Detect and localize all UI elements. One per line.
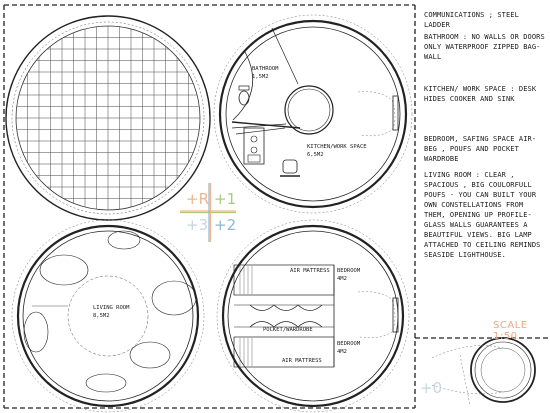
room-labels: Bathroom 1,5m2 kitchen/work space 6,5m2 … — [93, 66, 367, 364]
level-r-label: +R — [186, 190, 209, 208]
level-zero-label: +0 — [420, 379, 442, 397]
bedroom-top-area: 4m2 — [337, 276, 347, 282]
level-one-label: +1 — [214, 190, 236, 208]
dashed-frame — [3, 4, 548, 409]
kitchen-name: kitchen/work space — [307, 144, 367, 150]
bedroom-plan — [216, 219, 410, 413]
living-area: 8,5m2 — [93, 313, 110, 319]
note-living: Living room : clear , spacious , big cou… — [424, 171, 541, 259]
kitchen-area: 6,5m2 — [307, 152, 324, 158]
note-kitchen: Kitchen/ work space : desk hides cooker … — [424, 85, 537, 103]
bathroom-area: 1,5m2 — [252, 74, 269, 80]
level-one-plan — [213, 14, 413, 214]
bedroom-bottom-area: 4m2 — [337, 349, 347, 355]
note-bathroom: Bathroom : no walls or doors only waterp… — [424, 33, 545, 61]
air-mattress-top: AIR MATTRESS — [290, 268, 330, 274]
roof-plan — [5, 15, 211, 221]
note-communications: Communications ; steel ladder — [424, 11, 519, 29]
scale-label: SCALE 1:50 — [493, 320, 528, 342]
bedroom-top-name: bedroom — [337, 268, 361, 274]
air-mattress-bottom: AIR MATTRESS — [282, 358, 322, 364]
level-three-label: +3 — [186, 216, 208, 234]
entrance-plan — [431, 337, 536, 406]
bathroom-name: Bathroom — [252, 66, 279, 72]
living-room-plan — [11, 219, 205, 413]
living-name: living room — [93, 305, 130, 311]
bedroom-bottom-name: bedroom — [337, 341, 361, 347]
note-bedroom: Bedroom, safing space air-beg , poufs an… — [424, 135, 537, 163]
pocket-wardrobe-label: POCKET/WARDROBE — [263, 327, 313, 333]
level-legend: +R +1 +3 +2 +0 — [180, 183, 442, 397]
level-two-label: +2 — [214, 216, 236, 234]
